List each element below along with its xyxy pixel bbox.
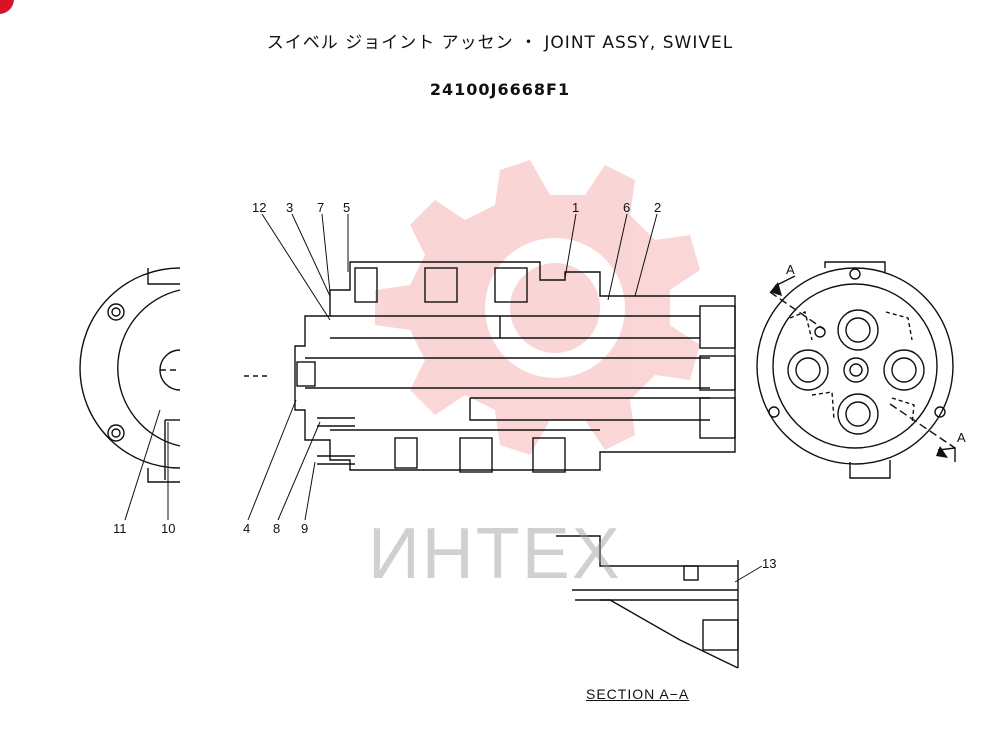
gear-watermark-icon (375, 160, 700, 455)
callout-8: 8 (273, 521, 281, 536)
callout-4: 4 (243, 521, 251, 536)
section-marker-top: A (786, 262, 795, 277)
section-label: SECTION A−A (586, 686, 690, 702)
callout-3: 3 (286, 200, 294, 215)
callout-11: 11 (113, 521, 127, 536)
left-end-view (79, 267, 181, 483)
watermark-text: ИНТЕХ (368, 514, 622, 594)
callout-5: 5 (343, 200, 351, 215)
callout-6: 6 (623, 200, 631, 215)
part-number: 24100J6668F1 (429, 80, 571, 99)
section-arrow-icon (936, 446, 948, 458)
callout-12: 12 (252, 200, 267, 215)
section-arrow-icon (770, 282, 782, 296)
callout-10: 10 (161, 521, 176, 536)
drawing-title: スイベル ジョイント アッセン ・ JOINT ASSY, SWIVEL (266, 33, 734, 53)
leader-lines (124, 213, 763, 583)
section-marker-bottom: A (957, 430, 966, 445)
right-end-view (756, 261, 956, 479)
callout-13: 13 (762, 556, 777, 571)
callout-1: 1 (572, 200, 580, 215)
callout-7: 7 (317, 200, 325, 215)
section-detail-view (556, 535, 739, 669)
callout-9: 9 (301, 521, 309, 536)
callout-2: 2 (654, 200, 662, 215)
main-section-view (244, 261, 736, 473)
